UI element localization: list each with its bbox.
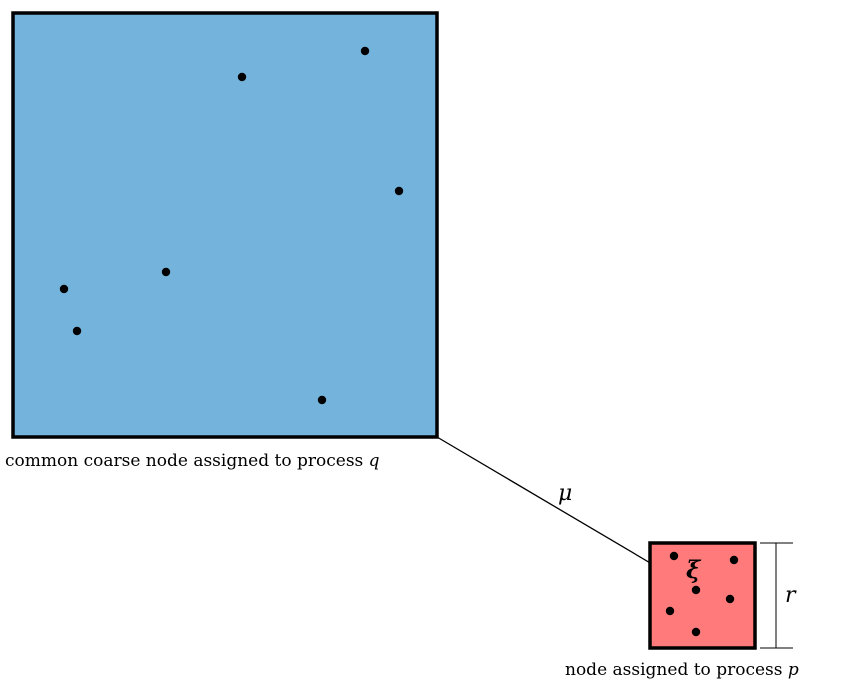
coarse-point [317,395,327,405]
coarse-point [72,326,82,336]
fine-point [725,594,735,604]
coarse-point [59,284,69,294]
coarse-point [237,72,247,82]
r-label: r [785,583,797,608]
coarse-caption-text: common coarse node assigned to process [5,451,369,471]
fine-point [665,606,675,616]
coarse-point [161,267,171,277]
coarse-caption-var: q [369,451,380,471]
fine-caption-var: p [788,660,799,680]
coarse-point [360,46,370,56]
fine-caption-text: node assigned to process [565,660,788,680]
coarse-point [394,186,404,196]
fine-point [691,627,701,637]
fine-node-caption: node assigned to process p [565,660,799,680]
coarse-node-points [59,46,404,405]
xi-label: ξ [686,555,702,584]
fine-point-center [691,585,701,595]
mu-label: μ [558,481,572,506]
fine-node-points [665,551,739,637]
r-dimension-bracket [760,542,793,649]
coarse-node-caption: common coarse node assigned to process q [5,451,380,471]
fine-node-box [648,541,757,650]
fine-point [729,555,739,565]
coarse-node-box [11,11,439,439]
fine-point [669,551,679,561]
